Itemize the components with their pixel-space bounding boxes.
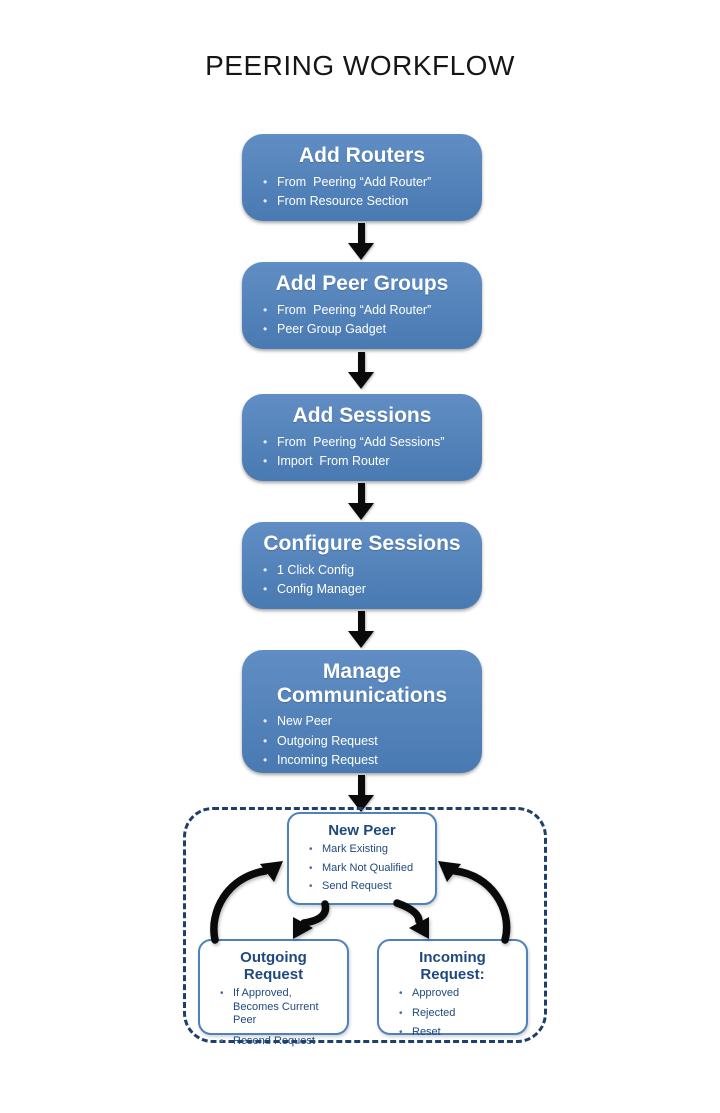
bullet-text: From Resource Section — [277, 194, 409, 209]
flow-box-bullet-list: From Peering “Add Sessions” Import From … — [262, 433, 462, 472]
bullet-text: Reset — [412, 1026, 441, 1038]
flow-box-bullet: New Peer — [262, 712, 462, 732]
detail-box-bullet: Rejected — [399, 1007, 517, 1021]
arrow-stem — [358, 775, 365, 796]
bullet-text: Mark Existing — [322, 843, 389, 855]
bullet-text: Send Request — [322, 880, 392, 892]
flow-box-bullet-list: 1 Click Config Config Manager — [262, 561, 462, 600]
bullet-text: From Peering “Add Sessions” — [277, 434, 445, 449]
detail-box-bullet: Approved — [399, 987, 517, 1001]
page-title: PEERING WORKFLOW — [205, 50, 515, 81]
flow-arrow-down-icon — [348, 483, 375, 520]
flow-box-bullet-list: New Peer Outgoing Request Incoming Reque… — [262, 712, 462, 771]
detail-box-title: New Peer — [328, 822, 396, 839]
arrow-head — [348, 243, 374, 260]
bullet-text: From Peering “Add Router” — [277, 302, 432, 317]
detail-box-bullet-list: If Approved, Becomes Current Peer Resend… — [209, 987, 338, 1048]
flow-box-bullet-list: From Peering “Add Router” From Resource … — [262, 173, 462, 212]
flow-arrow-down-icon — [348, 352, 375, 389]
flow-box-bullet: Peer Group Gadget — [262, 320, 462, 340]
detail-box-outgoing-request: Outgoing Request If Approved, Becomes Cu… — [198, 939, 349, 1048]
flow-box-title: Configure Sessions — [263, 532, 461, 555]
arrow-head — [348, 631, 374, 648]
bullet-text: Import From Router — [277, 454, 390, 469]
bullet-text: Resend Request — [233, 1034, 315, 1047]
flow-box-bullet: 1 Click Config — [262, 561, 462, 581]
detail-box-new-peer: New Peer Mark Existing Mark Not Qualifie… — [287, 812, 437, 905]
bullet-text: Config Manager — [277, 582, 366, 597]
bullet-text: Approved — [412, 987, 460, 999]
bullet-text: Rejected — [412, 1006, 456, 1019]
flow-box-bullet: From Peering “Add Router” — [262, 173, 462, 193]
flow-arrow-down-icon — [348, 611, 375, 648]
flow-box-bullet: From Peering “Add Router” — [262, 301, 462, 321]
arrow-head — [348, 503, 374, 520]
flow-box-bullet: Import From Router — [262, 452, 462, 472]
bullet-text: 1 Click Config — [277, 562, 355, 577]
detail-box-bullet: Send Request — [309, 880, 426, 894]
bullet-text: Mark Not Qualified — [322, 861, 414, 874]
flow-box-bullet-list: From Peering “Add Router” Peer Group Gad… — [262, 301, 462, 340]
flow-box-title: Add Sessions — [292, 404, 432, 427]
arrow-stem — [358, 611, 365, 632]
flow-box-bullet: Config Manager — [262, 580, 462, 600]
bullet-text: Incoming Request — [277, 753, 378, 768]
detail-box-title: Incoming Request: — [419, 949, 486, 983]
detail-box-bullet: Mark Not Qualified — [309, 862, 426, 876]
detail-box-incoming-request: Incoming Request: Approved Rejected Rese… — [377, 939, 528, 1039]
detail-box-bullet: Resend Request — [220, 1035, 338, 1049]
flow-box-title: Manage Communications — [276, 660, 448, 707]
communications-cycle-container — [183, 807, 547, 1043]
bullet-text: New Peer — [277, 714, 332, 729]
bullet-text: Outgoing Request — [277, 733, 378, 748]
bullet-text: Peer Group Gadget — [277, 322, 387, 337]
bullet-text: If Approved, Becomes Current Peer — [233, 987, 322, 1026]
arrow-stem — [358, 223, 365, 244]
flow-box-bullet: Outgoing Request — [262, 732, 462, 752]
bullet-text: From Peering “Add Router” — [277, 174, 432, 189]
arrow-head — [348, 372, 374, 389]
detail-box-bullet: Mark Existing — [309, 843, 426, 857]
flow-box-add-routers: Add Routers From Peering “Add Router” Fr… — [242, 134, 482, 221]
detail-box-title: Outgoing Request — [240, 949, 307, 983]
flow-box-title: Add Peer Groups — [275, 272, 449, 295]
flow-box-add-sessions: Add Sessions From Peering “Add Sessions”… — [242, 394, 482, 481]
flow-box-manage-communications: Manage Communications New Peer Outgoing … — [242, 650, 482, 773]
flow-box-title: Add Routers — [299, 144, 425, 167]
detail-box-bullet-list: Approved Rejected Reset — [388, 987, 517, 1040]
detail-box-bullet: Reset — [399, 1026, 517, 1040]
flow-box-bullet: Incoming Request — [262, 751, 462, 771]
flow-box-configure-sessions: Configure Sessions 1 Click Config Config… — [242, 522, 482, 609]
flow-box-add-peer-groups: Add Peer Groups From Peering “Add Router… — [242, 262, 482, 349]
detail-box-bullet-list: Mark Existing Mark Not Qualified Send Re… — [298, 843, 426, 894]
arrow-stem — [358, 352, 365, 373]
arrow-stem — [358, 483, 365, 504]
detail-box-bullet: If Approved, Becomes Current Peer — [220, 987, 338, 1028]
flow-arrow-down-icon — [348, 223, 375, 260]
flow-box-bullet: From Peering “Add Sessions” — [262, 433, 462, 453]
flow-box-bullet: From Resource Section — [262, 192, 462, 212]
